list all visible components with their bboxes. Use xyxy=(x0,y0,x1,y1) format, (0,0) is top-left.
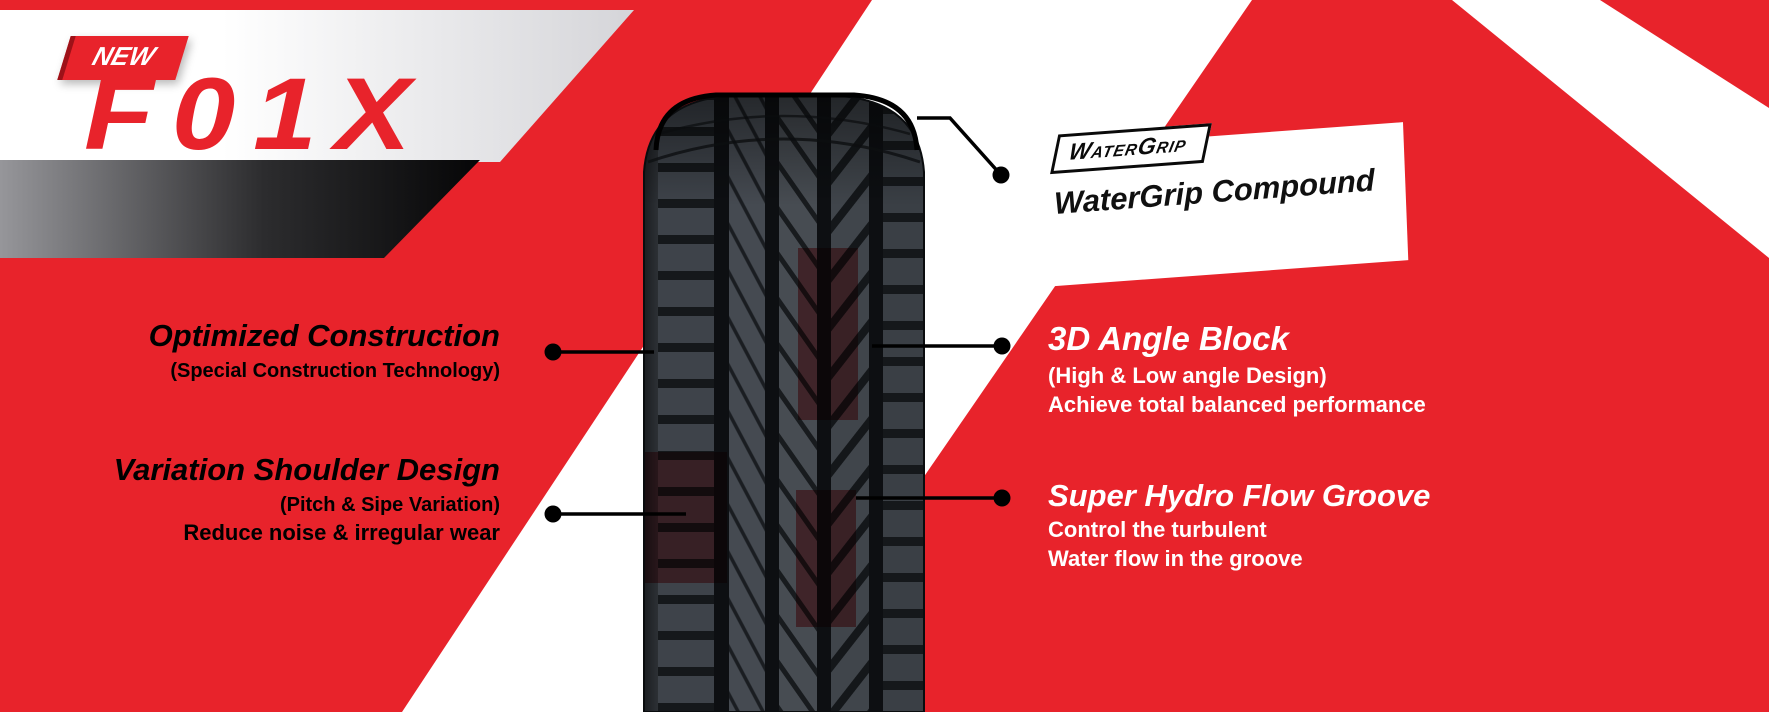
callout-variation-shoulder-design: Variation Shoulder Design (Pitch & Sipe … xyxy=(80,452,500,546)
callout-super-hydro-flow-groove: Super Hydro Flow Groove Control the turb… xyxy=(1048,478,1548,572)
callout-title: Super Hydro Flow Groove xyxy=(1048,478,1431,513)
watergrip-panel: WaterGrip WaterGrip Compound xyxy=(1024,122,1409,288)
dark-gradient-stripe xyxy=(0,160,480,258)
callout-optimized-construction: Optimized Construction (Special Construc… xyxy=(80,318,500,383)
callout-description: Achieve total balanced performance xyxy=(1048,392,1426,418)
callout-dot-optimized xyxy=(544,343,562,361)
callout-subtitle: (High & Low angle Design) xyxy=(1048,362,1327,388)
tread-groove xyxy=(869,96,883,712)
callout-subtitle: (Pitch & Sipe Variation) xyxy=(279,493,500,516)
highlight-hydro-groove xyxy=(796,490,856,627)
callout-subtitle: (Special Construction Technology) xyxy=(170,359,500,382)
callout-dot-hydro xyxy=(993,489,1011,507)
callout-3d-angle-block: 3D Angle Block (High & Low angle Design)… xyxy=(1048,320,1548,419)
highlight-shoulder xyxy=(645,452,727,583)
callout-description: Reduce noise & irregular wear xyxy=(183,519,500,545)
product-title: F01X xyxy=(84,57,429,171)
callout-description-line2: Water flow in the groove xyxy=(1048,546,1303,572)
watergrip-compound-label: WaterGrip Compound xyxy=(1053,162,1376,221)
callout-title: Optimized Construction xyxy=(148,318,500,353)
callout-description-line1: Control the turbulent xyxy=(1048,516,1267,542)
tire-tread-image xyxy=(643,95,925,712)
tread-groove xyxy=(765,96,779,712)
callout-title: Variation Shoulder Design xyxy=(113,452,500,487)
highlight-angle-block xyxy=(798,248,858,420)
callout-title: 3D Angle Block xyxy=(1048,320,1289,357)
